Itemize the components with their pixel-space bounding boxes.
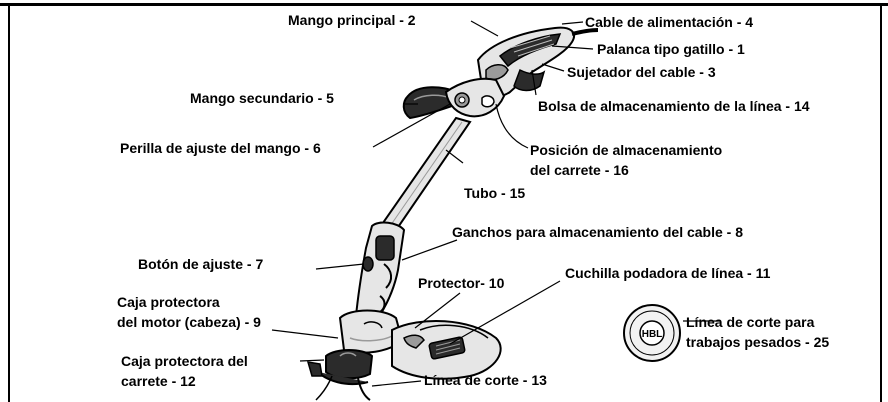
power-cable (571, 28, 599, 36)
label-handle-knob: Perilla de ajuste del mango - 6 (120, 140, 321, 156)
heavy-duty-line-spool: HBL (623, 304, 681, 362)
guard (391, 320, 502, 380)
label-guard: Protector- 10 (418, 275, 505, 291)
label-trigger-lever: Palanca tipo gatillo - 1 (597, 41, 745, 57)
label-cable-hooks: Ganchos para almacenamiento del cable - … (452, 224, 743, 240)
label-power-cable: Cable de alimentación - 4 (585, 14, 754, 30)
label-line-storage-bag: Bolsa de almacenamiento de la línea - 14 (538, 98, 810, 114)
label-tube: Tubo - 15 (464, 185, 526, 201)
right-rule (880, 3, 882, 402)
cutting-line (315, 375, 371, 401)
label-spool-housing: Caja protectora del carrete - 12 (121, 353, 248, 389)
top-rule (0, 3, 888, 6)
label-heavy-duty-line: Línea de corte para trabajos pesados - 2… (686, 314, 830, 350)
lower-housing (354, 221, 406, 320)
label-line-blade: Cuchilla podadora de línea - 11 (565, 265, 771, 281)
label-cable-holder: Sujetador del cable - 3 (567, 64, 716, 80)
label-spool-storage: Posición de almacenamiento del carrete -… (530, 142, 723, 178)
spool-housing (306, 349, 374, 386)
label-motor-housing: Caja protectora del motor (cabeza) - 9 (117, 294, 261, 330)
main-handle (476, 26, 575, 98)
left-rule (8, 3, 10, 402)
spool-logo-text: HBL (642, 329, 663, 340)
label-cutting-line: Línea de corte - 13 (424, 372, 547, 388)
label-main-handle: Mango principal - 2 (288, 12, 416, 28)
tube (376, 116, 472, 238)
handle-knob-housing (444, 77, 506, 118)
leader-lines (271, 20, 720, 387)
label-adjust-button: Botón de ajuste - 7 (138, 256, 264, 272)
label-secondary-handle: Mango secundario - 5 (190, 90, 334, 106)
